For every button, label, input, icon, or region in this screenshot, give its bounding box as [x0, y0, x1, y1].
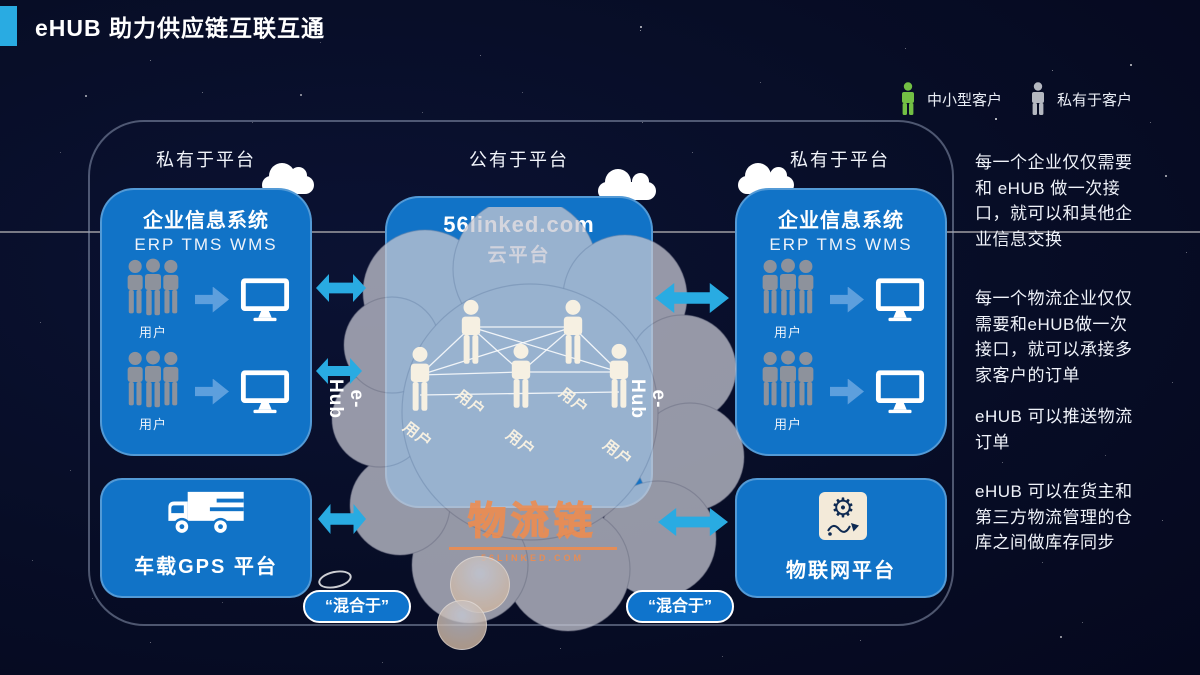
right-arrow-icon [195, 286, 229, 313]
user-group-icon [127, 350, 179, 408]
monitor-icon [875, 370, 925, 414]
enterprise-box-left-title: 企业信息系统 [143, 210, 269, 232]
user-label: 用户 [773, 325, 802, 340]
user-row: 用户 [737, 258, 945, 341]
legend-private: 私有于客户 [1028, 82, 1132, 116]
starfield-bright [0, 0, 2, 2]
user-label: 用户 [138, 325, 167, 340]
enterprise-box-right: 企业信息系统 ERP TMS WMS 用户 [735, 188, 947, 456]
legend-sme: 中小型客户 [898, 82, 1002, 116]
legend-private-label: 私有于客户 [1057, 91, 1133, 109]
monitor-icon [875, 278, 925, 322]
enterprise-box-right-title: 企业信息系统 [778, 210, 904, 232]
user-group-icon [127, 258, 179, 316]
legend: 中小型客户 私有于客户 [898, 82, 1132, 116]
mixed-pill-left: “混合于” [303, 590, 412, 623]
watermark-logo: 物流链 56LINKED.COM [430, 490, 635, 563]
iot-gear-icon: ⚙ [819, 492, 867, 540]
user-network [410, 299, 629, 411]
note-paragraph: eHUB 可以推送物流订单 [975, 407, 1133, 452]
right-arrow-icon [830, 378, 864, 405]
sme-customer-person-icon [902, 82, 914, 115]
enterprise-box-left: 企业信息系统 ERP TMS WMS 用户 [100, 188, 312, 456]
title-bar: eHUB 助力供应链互联互通 [0, 6, 325, 46]
right-arrow-icon [195, 378, 229, 405]
user-group-icon [762, 258, 814, 316]
user-group-icon [762, 350, 814, 408]
legend-sme-label: 中小型客户 [927, 91, 1003, 109]
note-paragraph: 每一个企业仅仅需要和 eHUB 做一次接口，就可以和其他企业信息交换 [975, 153, 1133, 249]
enterprise-box-right-subtitle: ERP TMS WMS [769, 235, 913, 254]
title-accent-bar [0, 6, 17, 46]
monitor-icon [240, 278, 290, 322]
gps-platform-box: 车载GPS 平台 [100, 478, 312, 598]
gps-box-label: 车载GPS 平台 [134, 556, 278, 578]
note-paragraph: 每一个物流企业仅仅需要和eHUB做一次接口，就可以承接多家客户的订单 [975, 289, 1133, 385]
cloud-bubble [437, 600, 487, 650]
watermark-subtext: 56LINKED.COM [480, 553, 584, 563]
user-row: 用户 [102, 350, 310, 433]
header-private-left: 私有于平台 [156, 150, 256, 170]
header-public-center: 公有于平台 [469, 150, 569, 170]
note-paragraph: eHUB 可以在货主和第三方物流管理的仓库之间做库存同步 [975, 482, 1133, 552]
iot-platform-box: ⚙ 物联网平台 [735, 478, 947, 598]
diagram-container [88, 120, 954, 626]
watermark-text: 物流链 [467, 500, 597, 544]
enterprise-box-left-subtitle: ERP TMS WMS [134, 235, 278, 254]
mixed-pill-right: “混合于” [626, 590, 735, 623]
header-private-right: 私有于平台 [790, 150, 890, 170]
iot-box-label: 物联网平台 [786, 560, 896, 582]
truck-icon [168, 491, 244, 536]
user-row: 用户 [737, 350, 945, 433]
ehub-link-label: e- Hub [325, 379, 367, 419]
cloud-deco-icon [598, 169, 656, 200]
cloud-deco-icon [738, 163, 794, 194]
monitor-icon [240, 370, 290, 414]
private-customer-person-icon [1032, 82, 1045, 115]
user-label: 用户 [773, 417, 802, 432]
user-label: 用户 [138, 417, 167, 432]
right-arrow-icon [830, 286, 864, 313]
user-row: 用户 [102, 258, 310, 341]
ehub-link-label: e- Hub [627, 379, 669, 419]
notes-column: 每一个企业仅仅需要和 eHUB 做一次接口，就可以和其他企业信息交换 每一个物流… [975, 150, 1135, 556]
page-title: eHUB 助力供应链互联互通 [35, 15, 326, 41]
